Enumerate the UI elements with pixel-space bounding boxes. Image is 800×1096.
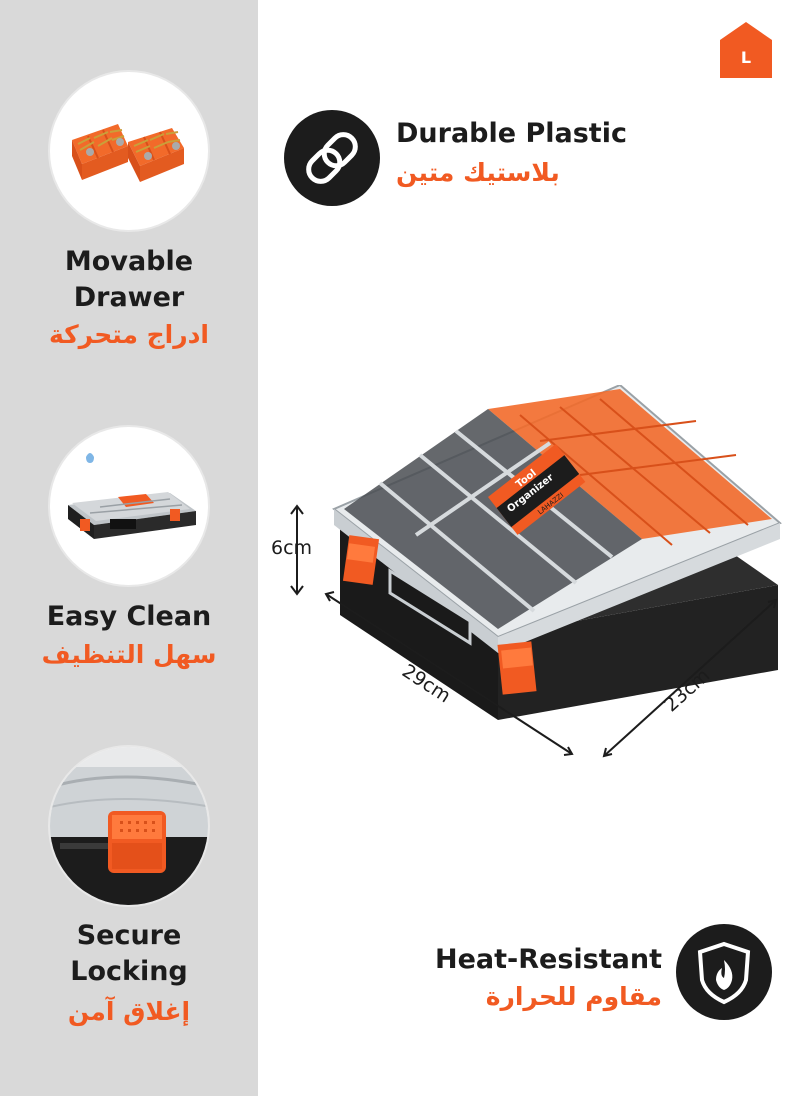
heat-resistant-badge: [676, 924, 772, 1020]
durable-plastic-title: Durable Plastic: [396, 118, 627, 149]
feature-title-secure-locking: Secure Locking: [70, 920, 188, 987]
brand-logo: L: [720, 22, 772, 78]
features-sidebar: Movable Drawer ادراج متحركة Easy Clean س…: [0, 0, 258, 1096]
movable-drawer-image: [48, 70, 210, 232]
secure-locking-image: [48, 745, 210, 907]
tool-organizer-image: Tool Organizer LAHAZZI: [332, 385, 782, 720]
height-dimension-label: 6cm: [271, 537, 313, 559]
feature-title-ar-movable-drawer: ادراج متحركة: [48, 320, 210, 349]
heat-resistant-title-ar: مقاوم للحرارة: [485, 982, 662, 1011]
feature-title-movable-drawer: Movable Drawer: [64, 246, 194, 313]
feature-title-ar-easy-clean: سهل التنظيف: [41, 640, 217, 669]
feature-title-easy-clean: Easy Clean: [46, 601, 212, 632]
feature-title-ar-secure-locking: إغلاق آمن: [67, 997, 191, 1026]
heat-resistant-title: Heat-Resistant: [435, 944, 662, 975]
link-icon: [306, 132, 358, 184]
durable-plastic-title-ar: بلاستيك متين: [396, 158, 560, 187]
durable-plastic-badge: [284, 110, 380, 206]
house-logo-icon: [720, 22, 772, 78]
easy-clean-image: [48, 425, 210, 587]
fire-shield-icon: [697, 941, 751, 1005]
toolbox-icon: [68, 453, 196, 539]
logo-letter: L: [740, 48, 752, 67]
drawer-icon: [72, 124, 184, 182]
latch-icon: [50, 747, 208, 905]
